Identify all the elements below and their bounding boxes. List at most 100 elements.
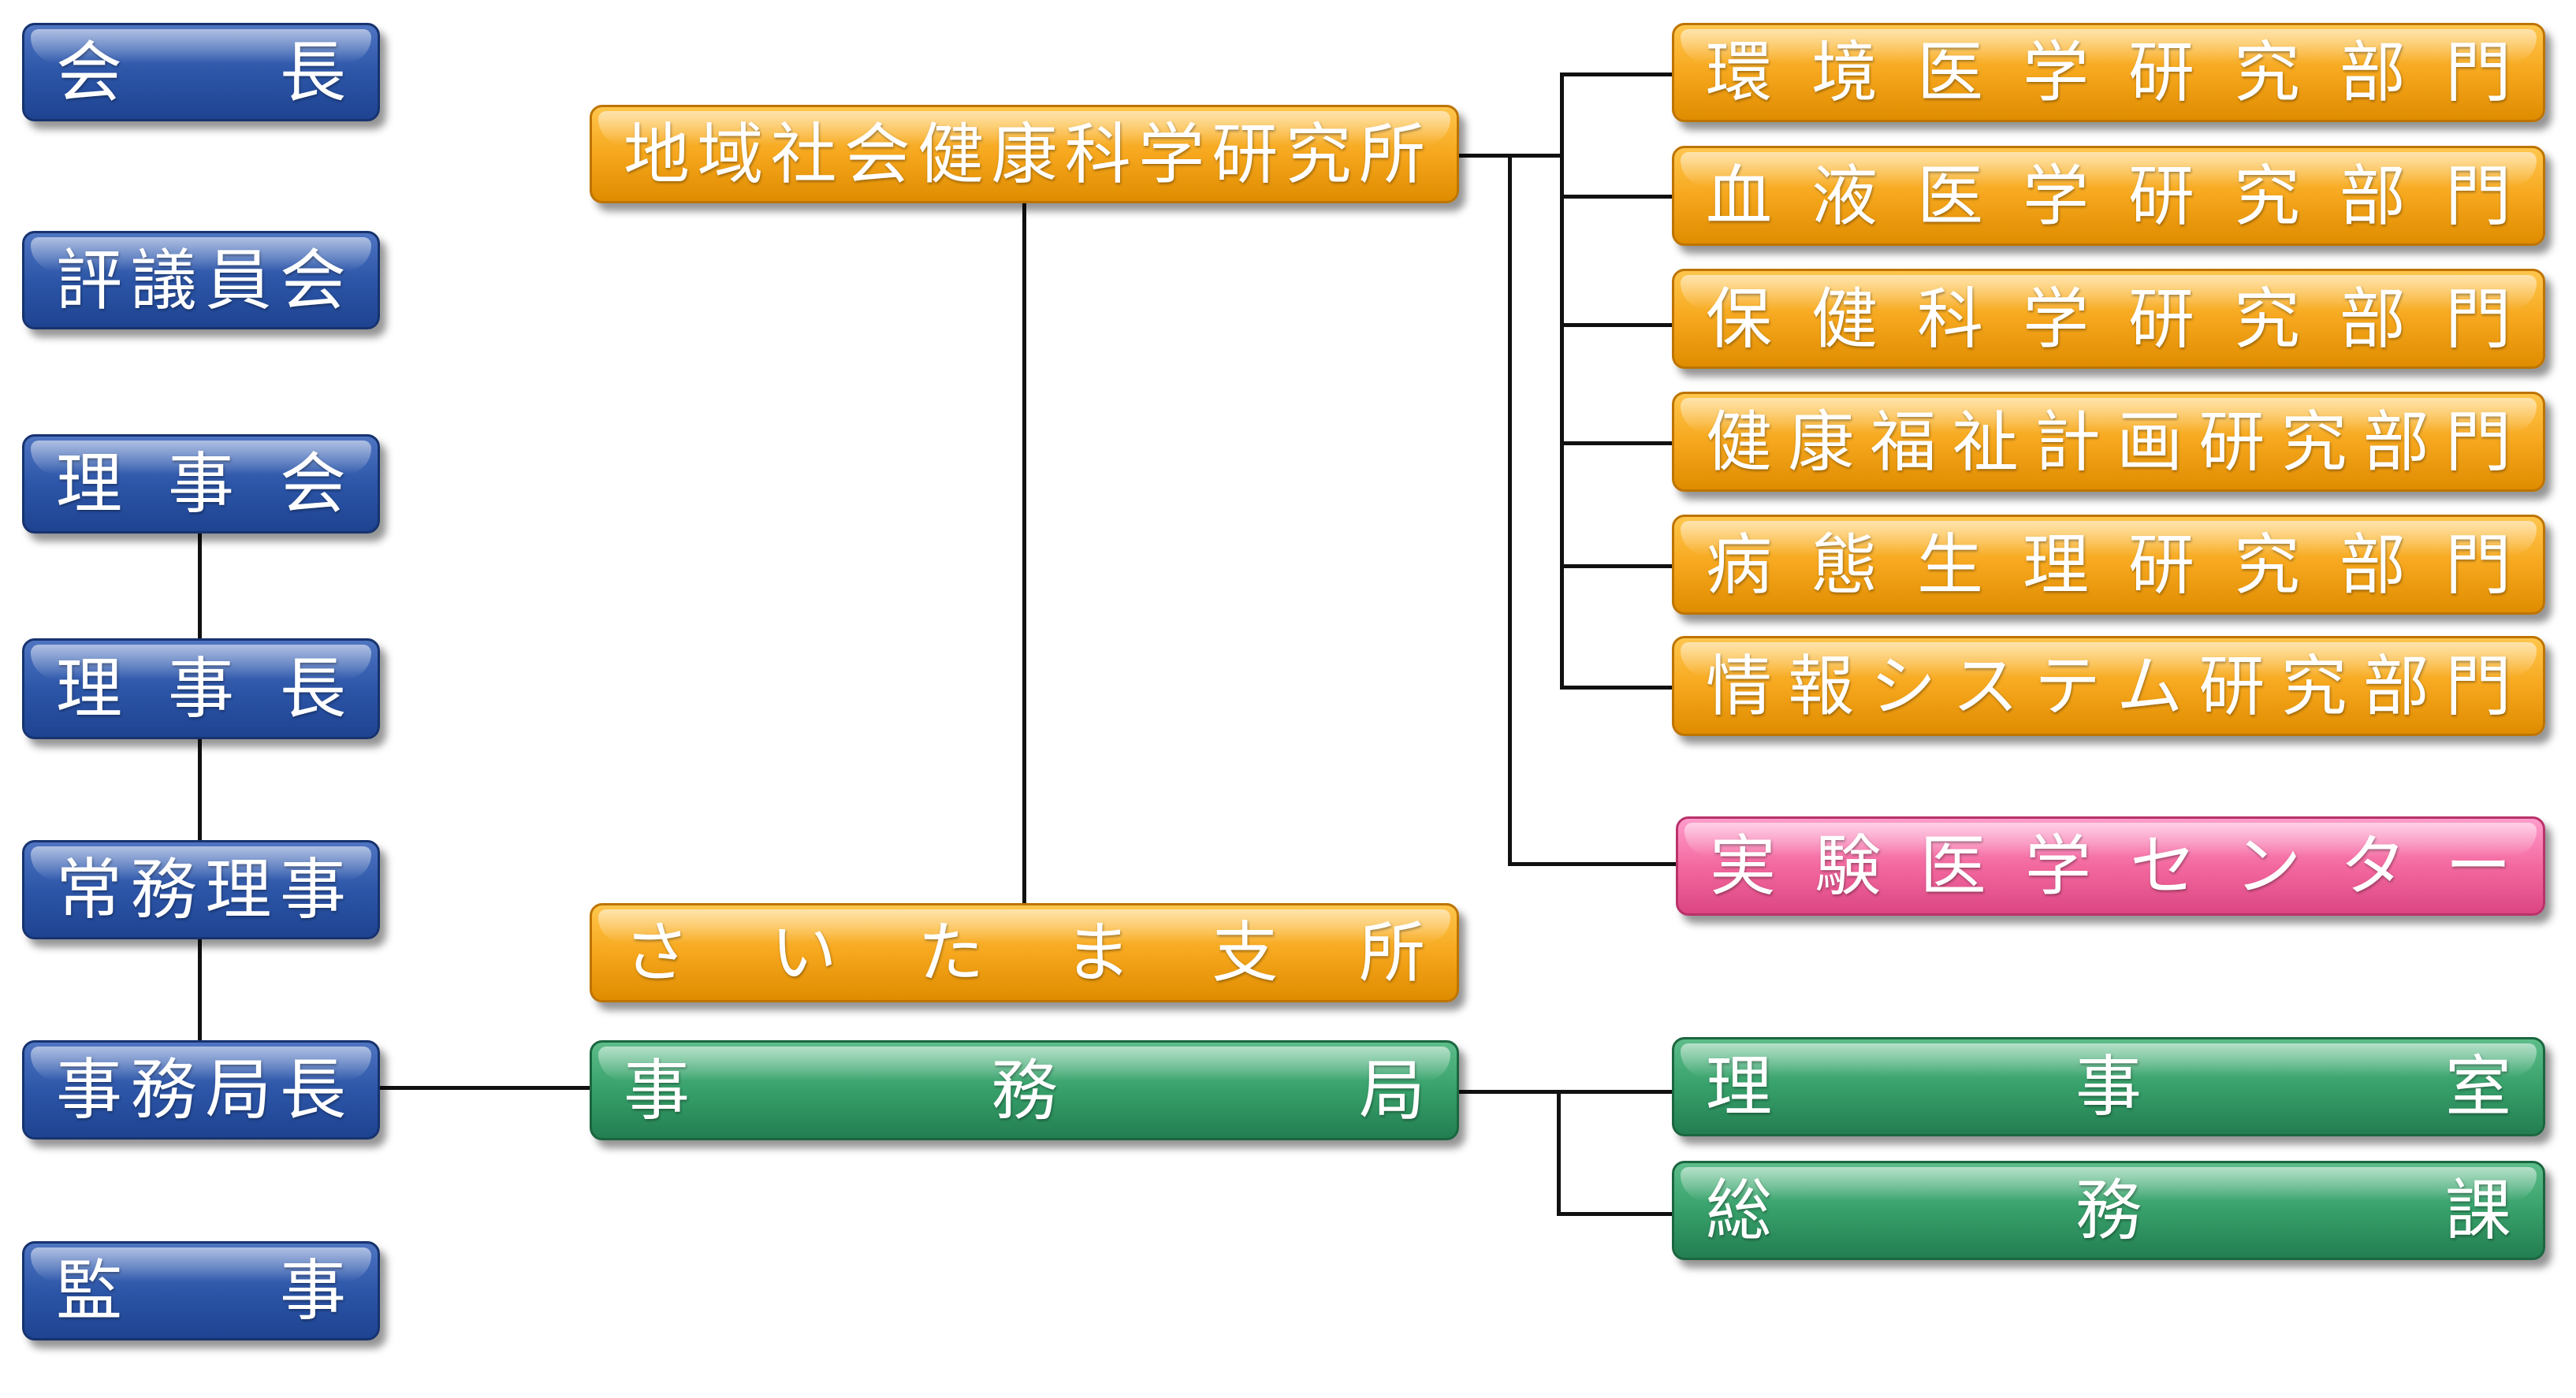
box-dept-information-systems-char: 情 bbox=[1706, 647, 1773, 725]
box-dept-health-welfare-planning-char: 康 bbox=[1788, 403, 1855, 481]
box-dept-health-welfare-planning-char: 究 bbox=[2280, 403, 2347, 481]
box-institute-char: 地 bbox=[624, 115, 691, 193]
box-rijicho[interactable]: 理 事 長 bbox=[22, 638, 380, 739]
box-institute-char: 康 bbox=[991, 115, 1058, 193]
box-hyogiinkai-char: 員 bbox=[205, 241, 272, 319]
box-dept-health-welfare-planning[interactable]: 健 康 福 祉 計 画 研 究 部 門 bbox=[1672, 392, 2545, 492]
box-jimukyokucho-char: 長 bbox=[279, 1051, 346, 1128]
box-rijicho-char: 理 bbox=[56, 650, 123, 727]
box-dept-health-science-char: 研 bbox=[2127, 280, 2194, 358]
box-experimental-medicine-center-char: タ bbox=[2340, 827, 2407, 905]
box-saitama-branch-char: さ bbox=[624, 914, 691, 991]
box-dept-environmental-medicine-char: 研 bbox=[2127, 34, 2194, 111]
box-dept-environmental-medicine-char: 究 bbox=[2233, 34, 2300, 111]
connector-center-branch bbox=[1508, 862, 1676, 866]
box-saitama-branch-char: 所 bbox=[1358, 914, 1425, 991]
box-jomu-riji[interactable]: 常 務 理 事 bbox=[22, 840, 380, 939]
box-secretariat-char: 局 bbox=[1358, 1051, 1425, 1129]
connector-secretariat-trunk bbox=[1459, 1090, 1672, 1094]
box-dept-health-welfare-planning-char: 画 bbox=[2116, 403, 2183, 481]
box-dept-health-welfare-planning-char: 祉 bbox=[1952, 403, 2019, 481]
box-dept-environmental-medicine-char: 境 bbox=[1811, 34, 1878, 111]
box-saitama-branch-char: い bbox=[770, 914, 837, 991]
box-dept-hematology[interactable]: 血 液 医 学 研 究 部 門 bbox=[1672, 146, 2545, 246]
box-institute-char: 健 bbox=[918, 115, 985, 193]
box-kaicho-char: 会 bbox=[56, 33, 123, 111]
box-kaicho[interactable]: 会 長 bbox=[22, 23, 380, 121]
box-institute[interactable]: 地 域 社 会 健 康 科 学 研 究 所 bbox=[590, 105, 1459, 203]
box-dept-information-systems-char: ス bbox=[1952, 647, 2019, 725]
box-riji-office[interactable]: 理 事 室 bbox=[1672, 1037, 2545, 1136]
box-dept-hematology-char: 門 bbox=[2444, 157, 2511, 235]
box-dept-information-systems-char: テ bbox=[2034, 647, 2101, 725]
box-riji-office-char: 理 bbox=[1706, 1048, 1773, 1125]
box-dept-health-welfare-planning-char: 健 bbox=[1706, 403, 1773, 481]
box-rijikai[interactable]: 理 事 会 bbox=[22, 434, 380, 534]
box-secretariat-char: 務 bbox=[991, 1051, 1058, 1129]
box-dept-health-science[interactable]: 保 健 科 学 研 究 部 門 bbox=[1672, 269, 2545, 369]
box-general-affairs-char: 総 bbox=[1706, 1172, 1773, 1249]
box-dept-health-science-char: 健 bbox=[1811, 280, 1878, 358]
box-rijicho-char: 事 bbox=[167, 650, 234, 727]
box-kanji-char: 事 bbox=[279, 1252, 346, 1329]
box-dept-health-welfare-planning-char: 福 bbox=[1870, 403, 1937, 481]
box-secretariat[interactable]: 事 務 局 bbox=[590, 1040, 1459, 1140]
box-dept-pathophysiology-char: 研 bbox=[2127, 526, 2194, 604]
box-jimukyokucho-char: 務 bbox=[130, 1051, 197, 1128]
box-dept-pathophysiology[interactable]: 病 態 生 理 研 究 部 門 bbox=[1672, 515, 2545, 615]
box-secretariat-char: 事 bbox=[624, 1051, 691, 1129]
box-dept-pathophysiology-char: 部 bbox=[2339, 526, 2406, 604]
box-institute-char: 社 bbox=[770, 115, 837, 193]
box-saitama-branch-char: ま bbox=[1064, 914, 1131, 991]
box-kanji[interactable]: 監 事 bbox=[22, 1241, 380, 1340]
box-riji-office-char: 事 bbox=[2075, 1048, 2142, 1125]
box-dept-information-systems-char: 門 bbox=[2444, 647, 2511, 725]
box-hyogiinkai-char: 議 bbox=[130, 241, 197, 319]
connector-dept-branch-6 bbox=[1560, 686, 1672, 690]
box-experimental-medicine-center[interactable]: 実 験 医 学 セ ン タ ー bbox=[1676, 816, 2545, 916]
box-dept-health-science-char: 保 bbox=[1706, 280, 1773, 358]
connector-jomu-jimukyokucho bbox=[198, 939, 202, 1040]
box-institute-char: 所 bbox=[1358, 115, 1425, 193]
box-rijikai-char: 理 bbox=[56, 445, 123, 522]
box-saitama-branch[interactable]: さ い た ま 支 所 bbox=[590, 903, 1459, 1002]
connector-sections-vertical bbox=[1557, 1090, 1561, 1214]
box-institute-char: 学 bbox=[1138, 115, 1205, 193]
box-institute-char: 究 bbox=[1285, 115, 1352, 193]
box-dept-hematology-char: 医 bbox=[1916, 157, 1983, 235]
box-rijikai-char: 会 bbox=[279, 445, 346, 522]
connector-center-vertical bbox=[1508, 154, 1512, 864]
box-dept-information-systems[interactable]: 情 報 シ ス テ ム 研 究 部 門 bbox=[1672, 636, 2545, 736]
box-hyogiinkai[interactable]: 評 議 員 会 bbox=[22, 231, 380, 329]
box-riji-office-char: 室 bbox=[2444, 1048, 2511, 1125]
box-dept-pathophysiology-char: 門 bbox=[2444, 526, 2511, 604]
box-jomu-riji-char: 常 bbox=[56, 851, 123, 928]
box-dept-environmental-medicine[interactable]: 環 境 医 学 研 究 部 門 bbox=[1672, 23, 2545, 122]
box-institute-char: 域 bbox=[697, 115, 764, 193]
box-dept-information-systems-char: シ bbox=[1870, 647, 1937, 725]
box-hyogiinkai-char: 会 bbox=[279, 241, 346, 319]
box-dept-environmental-medicine-char: 部 bbox=[2339, 34, 2406, 111]
box-jimukyokucho[interactable]: 事 務 局 長 bbox=[22, 1040, 380, 1140]
box-kanji-char: 監 bbox=[56, 1252, 123, 1329]
box-dept-information-systems-char: 研 bbox=[2198, 647, 2265, 725]
box-dept-environmental-medicine-char: 門 bbox=[2444, 34, 2511, 111]
box-general-affairs[interactable]: 総 務 課 bbox=[1672, 1161, 2545, 1260]
connector-dept-branch-3 bbox=[1560, 323, 1672, 327]
box-dept-pathophysiology-char: 態 bbox=[1811, 526, 1878, 604]
box-dept-hematology-char: 学 bbox=[2022, 157, 2089, 235]
box-dept-environmental-medicine-char: 学 bbox=[2022, 34, 2089, 111]
box-experimental-medicine-center-char: 学 bbox=[2024, 827, 2091, 905]
box-general-affairs-char: 課 bbox=[2444, 1172, 2511, 1249]
box-dept-environmental-medicine-char: 医 bbox=[1916, 34, 1983, 111]
connector-dept-branch-4 bbox=[1560, 441, 1672, 445]
connector-rijicho-jomu bbox=[198, 739, 202, 840]
box-jomu-riji-char: 理 bbox=[205, 851, 272, 928]
connector-institute-saitama bbox=[1022, 203, 1026, 903]
box-dept-information-systems-char: 報 bbox=[1788, 647, 1855, 725]
box-institute-char: 会 bbox=[843, 115, 910, 193]
box-jimukyokucho-char: 局 bbox=[205, 1051, 272, 1128]
box-dept-health-science-char: 門 bbox=[2444, 280, 2511, 358]
connector-dept-branch-2 bbox=[1560, 195, 1672, 199]
